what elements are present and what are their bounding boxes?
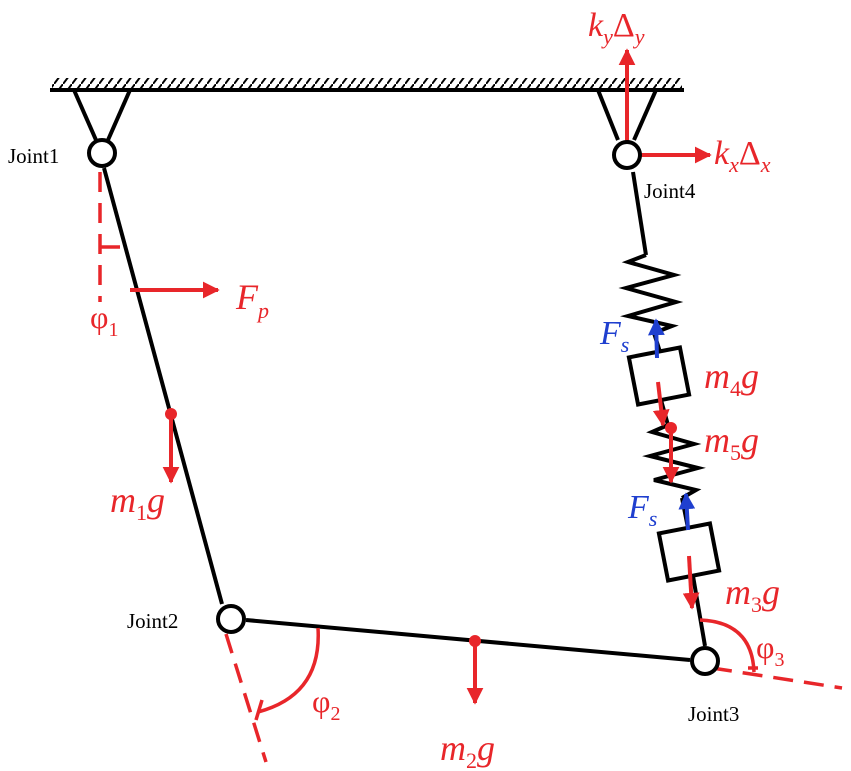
m5g-label: m5g: [704, 420, 759, 465]
joint1-circle: [87, 138, 117, 168]
support-joint4: [596, 89, 658, 141]
angle-markers: [100, 245, 758, 721]
spring-force-arrows: [648, 318, 696, 531]
mass-centers: [165, 408, 677, 647]
phi3-label: φ3: [756, 629, 784, 671]
m1g-label: m1g: [110, 480, 165, 525]
ground: [50, 78, 684, 92]
joints: [87, 138, 720, 676]
joint3-label: Joint3: [688, 702, 739, 726]
fp-label: Fp: [235, 277, 269, 323]
link-1: [102, 167, 224, 605]
force-arrows: [130, 48, 712, 705]
joint1-label: Joint1: [8, 144, 59, 168]
joint3-circle: [690, 646, 720, 676]
joint2-label: Joint2: [127, 609, 178, 633]
joint4-label: Joint4: [644, 179, 696, 203]
mass-block-lower: [656, 521, 722, 583]
fs-upper-label: Fs: [599, 315, 629, 357]
lower-spring: [642, 423, 706, 500]
m4g-label: m4g: [704, 356, 759, 401]
m2g-label: m2g: [440, 728, 495, 771]
joint4-circle: [612, 140, 642, 170]
mass-block-upper: [626, 345, 692, 407]
link-3-assembly: [618, 171, 722, 647]
joint2-circle: [216, 604, 246, 634]
support-joint1: [72, 89, 132, 141]
m3g-arrow: [682, 555, 700, 610]
kx-label: kxΔx: [714, 135, 771, 177]
m4g-arrow: [652, 381, 670, 427]
link-2: [245, 618, 691, 662]
ky-label: kyΔy: [588, 7, 645, 49]
upper-spring: [618, 253, 684, 335]
phi2-label: φ2: [312, 683, 340, 725]
fs-lower-label: Fs: [627, 489, 657, 531]
m3g-label: m3g: [725, 572, 780, 617]
phi1-label: φ1: [90, 299, 118, 341]
reference-lines: [98, 172, 843, 763]
